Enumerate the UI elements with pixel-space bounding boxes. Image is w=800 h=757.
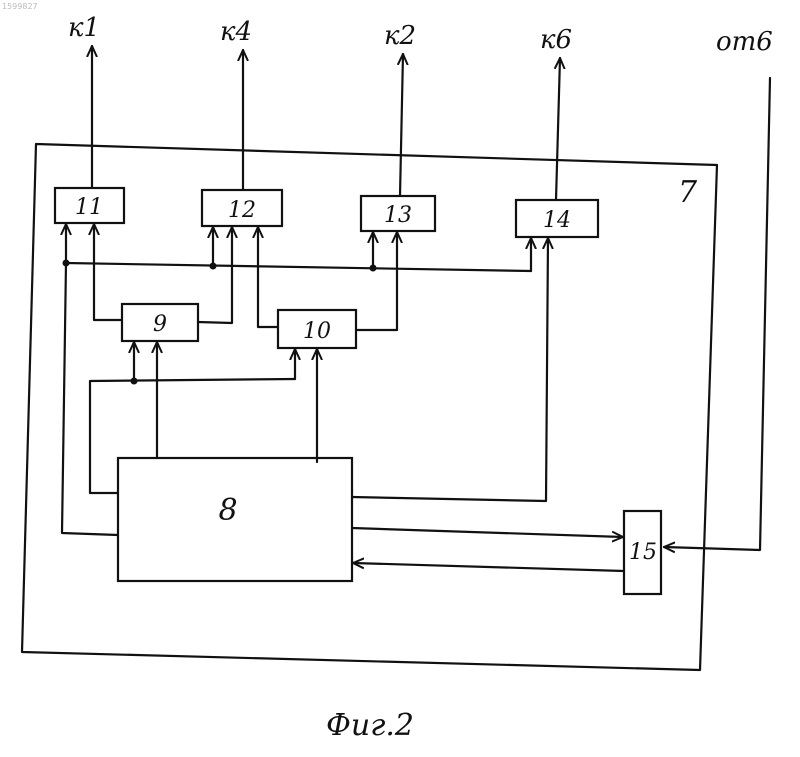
- document-id: 1599827: [2, 2, 38, 11]
- label-block-13: 13: [384, 203, 412, 228]
- label-k1: к1: [68, 13, 100, 43]
- arrow-8-to-14: [352, 238, 548, 501]
- label-block-15: 15: [629, 540, 657, 565]
- label-k6: к6: [540, 25, 572, 55]
- label-block-10: 10: [303, 319, 331, 344]
- arrow-9-to-11: [94, 224, 122, 320]
- label-block-14: 14: [543, 208, 571, 233]
- arrow-15-to-8: [353, 563, 624, 571]
- label-block-8: 8: [218, 493, 237, 528]
- label-from6: от6: [716, 27, 773, 57]
- bus-line: [66, 263, 531, 271]
- label-block-11: 11: [75, 195, 103, 220]
- line-from6-to-15: [664, 78, 770, 550]
- label-block-7: 7: [678, 175, 698, 210]
- arrow-8-to-15: [352, 528, 623, 537]
- figure-caption: Фиг.2: [326, 708, 414, 743]
- arrow-to-k2: [400, 54, 403, 196]
- label-k2: к2: [384, 21, 416, 51]
- arrow-to-k6: [556, 58, 560, 200]
- label-k4: к4: [220, 17, 252, 47]
- label-block-9: 9: [153, 312, 167, 337]
- arrow-10-to-12: [258, 227, 278, 327]
- label-block-12: 12: [228, 198, 256, 223]
- arrow-10-to-13: [356, 232, 397, 330]
- arrow-9-to-12: [198, 227, 232, 323]
